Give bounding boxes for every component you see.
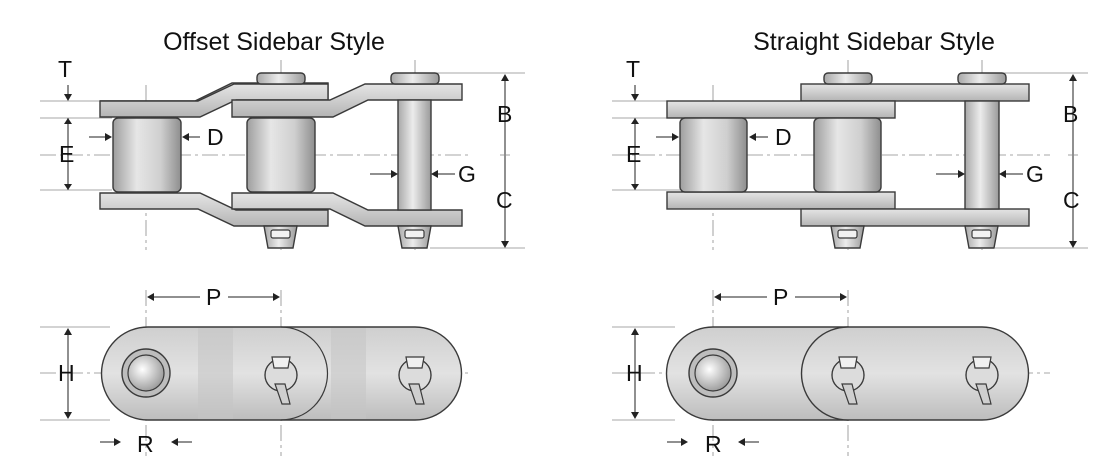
offset-top-view: P H R xyxy=(40,284,470,456)
dim-label-c: C xyxy=(496,187,513,213)
offset-side-view: T E D G B C xyxy=(40,56,525,250)
dim-label-d: D xyxy=(207,124,224,150)
dim-label-h-straight: H xyxy=(626,360,643,386)
roller-2 xyxy=(246,117,316,193)
straight-link-plate xyxy=(800,326,1030,421)
pin-shaft xyxy=(397,99,432,211)
straight-sidebar-outer-top xyxy=(800,83,1030,102)
dim-label-p: P xyxy=(206,284,221,310)
straight-top-view: P H R xyxy=(612,284,1050,456)
cotter-pin xyxy=(831,356,865,405)
dim-label-h: H xyxy=(58,360,75,386)
dim-label-d-straight: D xyxy=(775,124,792,150)
roller-1 xyxy=(112,117,182,193)
straight-sidebar-inner-top xyxy=(666,100,896,119)
straight-sidebar-outer-bottom xyxy=(800,208,1030,227)
dim-label-e: E xyxy=(59,141,74,167)
title-offset-sidebar: Offset Sidebar Style xyxy=(163,28,385,56)
cotter-pin xyxy=(264,356,298,405)
cotter-pin xyxy=(398,356,432,405)
dim-label-g: G xyxy=(458,161,476,187)
dim-label-c-straight: C xyxy=(1063,187,1080,213)
dim-label-p-straight: P xyxy=(773,284,788,310)
dim-label-t: T xyxy=(58,56,72,82)
dim-label-e-straight: E xyxy=(626,141,641,167)
straight-side-view: T E D G B C xyxy=(612,56,1088,250)
dim-label-t-straight: T xyxy=(626,56,640,82)
cotter-pin xyxy=(965,356,999,405)
dim-label-r-straight: R xyxy=(705,431,722,456)
dim-label-g-straight: G xyxy=(1026,161,1044,187)
title-straight-sidebar: Straight Sidebar Style xyxy=(753,28,995,56)
straight-sidebar-inner-bottom xyxy=(666,191,896,210)
dim-label-b-straight: B xyxy=(1063,101,1078,127)
dim-label-r: R xyxy=(137,431,154,456)
dim-label-b: B xyxy=(497,101,512,127)
